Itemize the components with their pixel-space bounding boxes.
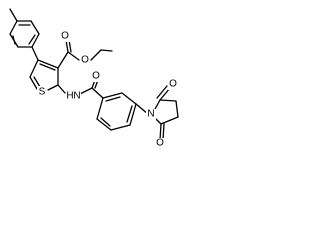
bond — [57, 51, 69, 69]
structure-canvas: S O O H N O N O O — [0, 0, 198, 174]
bond — [100, 49, 113, 52]
bond — [57, 84, 66, 94]
bond — [129, 103, 137, 126]
atom-label-ester-ether-oxygen: O — [81, 55, 89, 66]
atom-labels: S O O H N O N O O — [37, 31, 178, 149]
bond — [47, 84, 59, 91]
atom-label-ester-carbonyl-oxygen: O — [61, 31, 69, 42]
bond — [162, 123, 165, 141]
bond — [30, 20, 40, 35]
bond — [29, 59, 39, 78]
bond — [121, 92, 137, 105]
atom-label-amide-nitrogen-h: H — [66, 91, 73, 102]
atom-label-amide-nitrogen: N — [73, 91, 80, 102]
bond — [96, 118, 112, 131]
bond — [37, 59, 59, 69]
bond — [33, 76, 41, 88]
chemical-structure-diagram: S O O H N O N O O — [9, 8, 179, 149]
bond — [91, 87, 104, 99]
bond — [110, 124, 131, 131]
atom-label-imide-oxygen-upper: O — [169, 79, 177, 90]
bond — [160, 116, 179, 125]
bond — [105, 96, 121, 102]
bond — [9, 8, 18, 22]
bond — [156, 85, 168, 99]
bond — [102, 92, 123, 99]
bond — [31, 46, 39, 61]
bond — [31, 33, 40, 48]
bond — [100, 117, 111, 127]
bond — [9, 20, 18, 35]
bond — [67, 51, 80, 61]
atom-label-imide-oxygen-lower: O — [156, 138, 164, 149]
bond — [12, 35, 16, 45]
bond — [175, 100, 179, 118]
bond — [126, 105, 133, 123]
bond — [159, 99, 177, 102]
bond — [79, 87, 93, 95]
bond — [28, 34, 36, 45]
bond — [96, 97, 104, 120]
bond — [39, 63, 56, 71]
bond — [29, 76, 38, 90]
atom-label-amide-oxygen: O — [92, 71, 100, 82]
atom-label-imide-nitrogen: N — [147, 109, 154, 120]
bond — [90, 49, 102, 61]
bond — [159, 123, 162, 141]
atom-label-sulfur: S — [39, 87, 46, 98]
